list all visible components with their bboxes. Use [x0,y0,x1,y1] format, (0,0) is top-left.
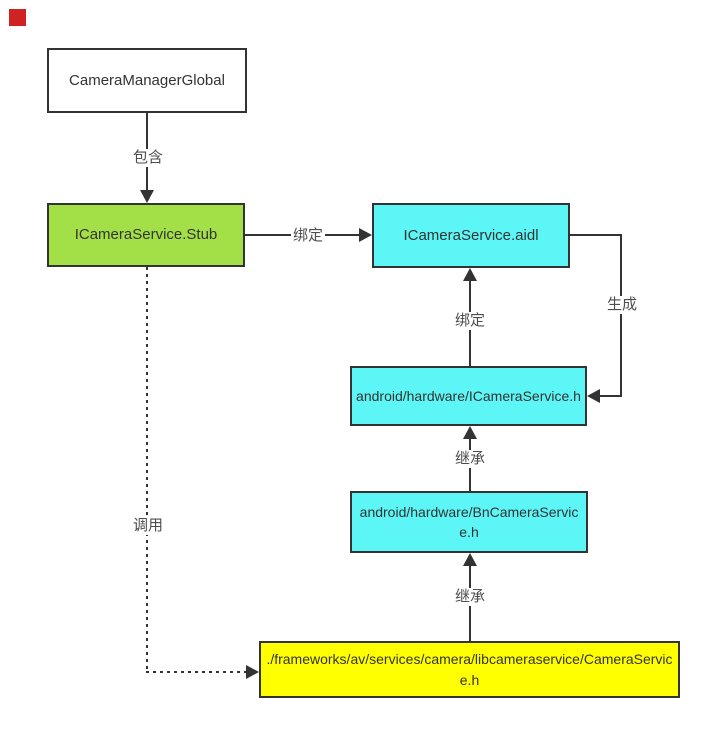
node-label: ICameraService.aidl [403,226,539,244]
red-marker [9,9,26,26]
arrowhead-up-icon [463,426,477,439]
edge-label-generates: 生成 [604,296,640,314]
edge-label-inherit1: 继承 [452,450,488,468]
edge-generates-line-vertical [620,234,622,396]
arrowhead-right-icon [246,665,259,679]
node-camera-manager-global: CameraManagerGlobal [47,48,247,113]
arrowhead-down-icon [140,190,154,203]
edge-label-bind-stub-aidl: 绑定 [290,227,326,245]
node-label: android/hardware/BnCameraService.h [359,503,579,540]
node-label: ICameraService.Stub [74,226,218,244]
node-icameraservice-aidl: ICameraService.aidl [372,203,570,268]
edge-label-calls: 调用 [130,517,166,535]
edge-calls-line-horizontal [146,671,246,673]
arrowhead-right-icon [359,228,372,242]
edge-label-contains: 包含 [130,149,166,167]
arrowhead-up-icon [463,268,477,281]
node-label: android/hardware/ICameraService.h [356,387,581,404]
arrowhead-left-icon [587,389,600,403]
edge-label-inherit2: 继承 [452,588,488,606]
edge-calls-line-vertical [146,267,148,672]
node-label: CameraManagerGlobal [69,71,225,89]
edge-label-bind-h-aidl: 绑定 [452,312,488,330]
arrowhead-up-icon [463,553,477,566]
node-bncameraservice-h: android/hardware/BnCameraService.h [350,491,588,553]
node-cameraservice-h: ./frameworks/av/services/camera/libcamer… [259,641,680,698]
edge-generates-line-top [570,234,622,236]
node-icameraservice-h: android/hardware/ICameraService.h [350,366,587,426]
node-label: ./frameworks/av/services/camera/libcamer… [266,651,673,688]
node-icameraservice-stub: ICameraService.Stub [47,203,245,267]
edge-generates-line-bottom [599,395,622,397]
